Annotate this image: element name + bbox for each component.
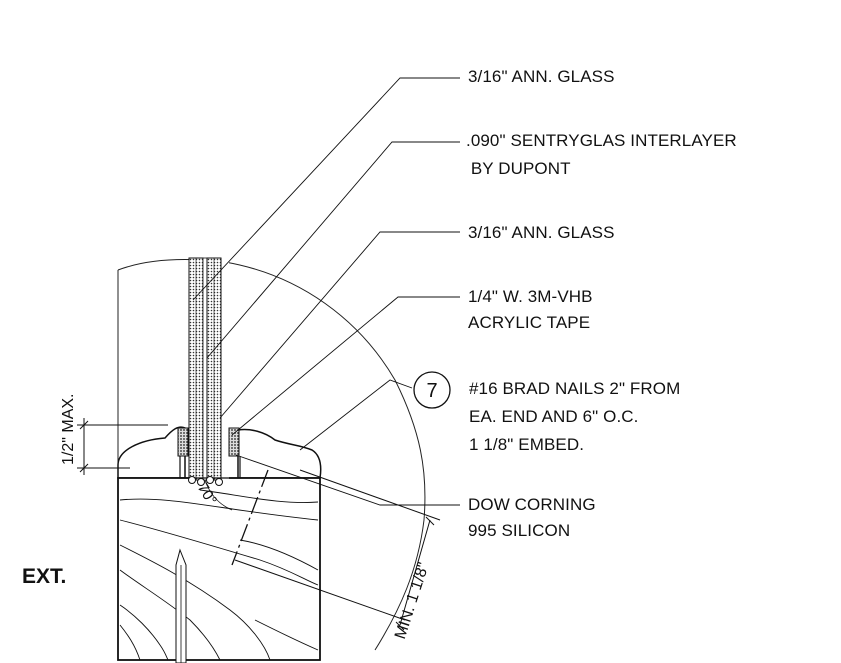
dim-min-embed: [234, 469, 441, 631]
label-glass-top: 3/16" ANN. GLASS: [468, 67, 615, 86]
label-silicone-2: 995 SILICON: [468, 521, 571, 540]
exterior-label: EXT.: [22, 565, 67, 588]
leader-silicone: [235, 454, 460, 506]
wood-sill: [117, 426, 322, 661]
leader-glass-top: [192, 77, 460, 301]
setting-blocks: [188, 476, 223, 486]
label-interlayer-2: BY DUPONT: [466, 159, 571, 178]
label-glass-bottom: 3/16" ANN. GLASS: [468, 223, 615, 242]
label-tape-1: 1/4" W. 3M-VHB: [468, 287, 593, 306]
label-nails-2: EA. END AND 6" O.C.: [469, 407, 639, 426]
label-nails-3: 1 1/8" EMBED.: [469, 435, 585, 454]
angle-arc: [204, 479, 233, 511]
label-tape-2: ACRYLIC TAPE: [468, 313, 591, 332]
leader-nails: [299, 379, 413, 451]
nail-angle-line: [231, 469, 269, 566]
label-silicone-1: DOW CORNING: [468, 495, 596, 514]
label-interlayer-1: .090" SENTRYGLAS INTERLAYER: [466, 131, 737, 150]
leader-interlayer: [206, 141, 460, 359]
leader-tape: [231, 296, 460, 436]
dim-max-depth: [77, 418, 168, 475]
callout-bubble: [413, 371, 451, 409]
vhb-tape-left: [177, 427, 189, 457]
label-nails-1: #16 BRAD NAILS 2" FROM: [469, 379, 681, 398]
leader-glass-bottom: [219, 231, 460, 419]
dim-max-depth-label: 1/2" MAX.: [60, 393, 77, 465]
laminated-glass: [188, 257, 229, 481]
callout-number: 7: [426, 380, 437, 402]
vhb-tape-right: [228, 427, 240, 457]
brad-nail: [175, 548, 187, 663]
leader-lines: [192, 77, 460, 506]
